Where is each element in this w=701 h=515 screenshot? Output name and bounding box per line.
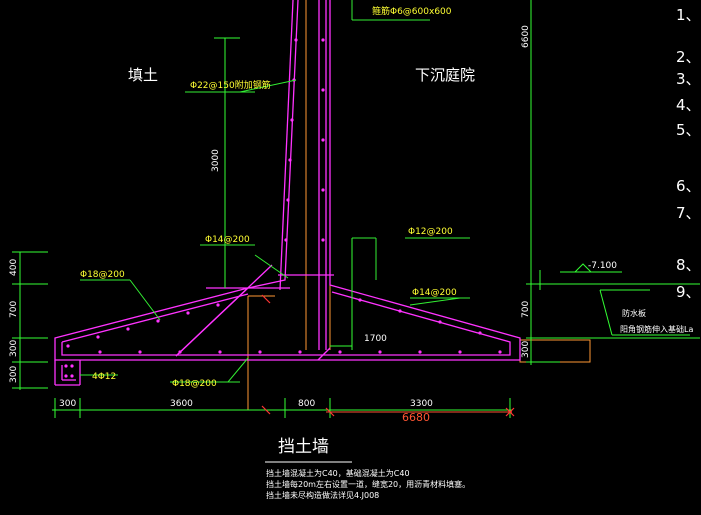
level-mark: -7.100	[588, 261, 617, 271]
note-1: 挡土墙混凝土为C40，基础混凝土为C40	[266, 468, 410, 478]
label-toe-top: Φ12@200	[408, 227, 453, 237]
label-vertical-outer: Φ22@150附加钢筋	[190, 79, 271, 91]
right-list-item-4: 4、	[676, 96, 701, 114]
waterproof-labels: 防水板 阳角钢筋伸入基础La	[620, 308, 693, 334]
rebar-labels: 箍筋Φ6@600x600 Φ22@150附加钢筋 Φ14@200 Φ12@200…	[80, 5, 457, 389]
label-footing-left: Φ18@200	[80, 270, 125, 280]
wall-outline	[54, 0, 521, 386]
right-list-item-3: 3、	[676, 70, 701, 88]
right-list-item-1: 1、	[676, 6, 701, 24]
dim-right-300: 300	[521, 341, 531, 358]
dim-left-300a: 300	[9, 340, 19, 357]
label-fill-soil: 填土	[128, 66, 158, 84]
right-list-item-8: 8、	[676, 256, 701, 274]
label-waterproof-note: 阳角钢筋伸入基础La	[620, 324, 693, 334]
note-2: 挡土墙每20m左右设置一道，缝宽20，用沥青材料填塞。	[266, 479, 470, 489]
dim-inner-1700: 1700	[364, 334, 387, 344]
right-list-item-6: 6、	[676, 177, 701, 195]
helper-lines	[247, 0, 591, 413]
label-stirrup: 箍筋Φ6@600x600	[372, 5, 452, 17]
label-bottom: Φ18@200	[172, 379, 217, 389]
general-notes: 挡土墙混凝土为C40，基础混凝土为C40 挡土墙每20m左右设置一道，缝宽20，…	[266, 468, 470, 500]
dim-height-wall: 3000	[211, 149, 221, 172]
drawing-title: 挡土墙	[278, 437, 329, 457]
dim-left-700: 700	[9, 301, 19, 318]
dim-bottom-3600: 3600	[170, 399, 193, 409]
dimension-ticks	[261, 294, 515, 417]
note-3: 挡土墙未尽构造做法详见4.J008	[266, 490, 379, 500]
dimension-texts: 6600 3000 400 700 300 300 700 300 1700 3…	[9, 25, 617, 409]
dim-left-300b: 300	[9, 366, 19, 383]
dim-left-400: 400	[9, 259, 19, 276]
right-note-list: 1、 2、 3、 4、 5、 6、 7、 8、 9、	[676, 6, 701, 301]
label-sunken-courtyard: 下沉庭院	[415, 66, 475, 84]
dim-height-upper: 6600	[521, 25, 531, 48]
label-footing-right: Φ14@200	[412, 288, 457, 298]
right-list-item-7: 7、	[676, 204, 701, 222]
right-list-item-9: 9、	[676, 283, 701, 301]
label-corner: 4Φ12	[92, 372, 116, 382]
dimension-lines	[12, 0, 700, 418]
leader-lines	[80, 0, 470, 383]
dim-bottom-800: 800	[298, 399, 315, 409]
dim-bottom-300: 300	[59, 399, 76, 409]
right-list-item-2: 2、	[676, 48, 701, 66]
label-waterproof: 防水板	[622, 308, 646, 318]
dim-total: 6680	[402, 411, 430, 424]
dim-right-700: 700	[521, 301, 531, 318]
dim-bottom-3300: 3300	[410, 399, 433, 409]
label-heel-top: Φ14@200	[205, 235, 250, 245]
rebar-dots	[64, 38, 502, 378]
right-list-item-5: 5、	[676, 121, 701, 139]
side-labels: 填土 下沉庭院	[128, 66, 475, 84]
